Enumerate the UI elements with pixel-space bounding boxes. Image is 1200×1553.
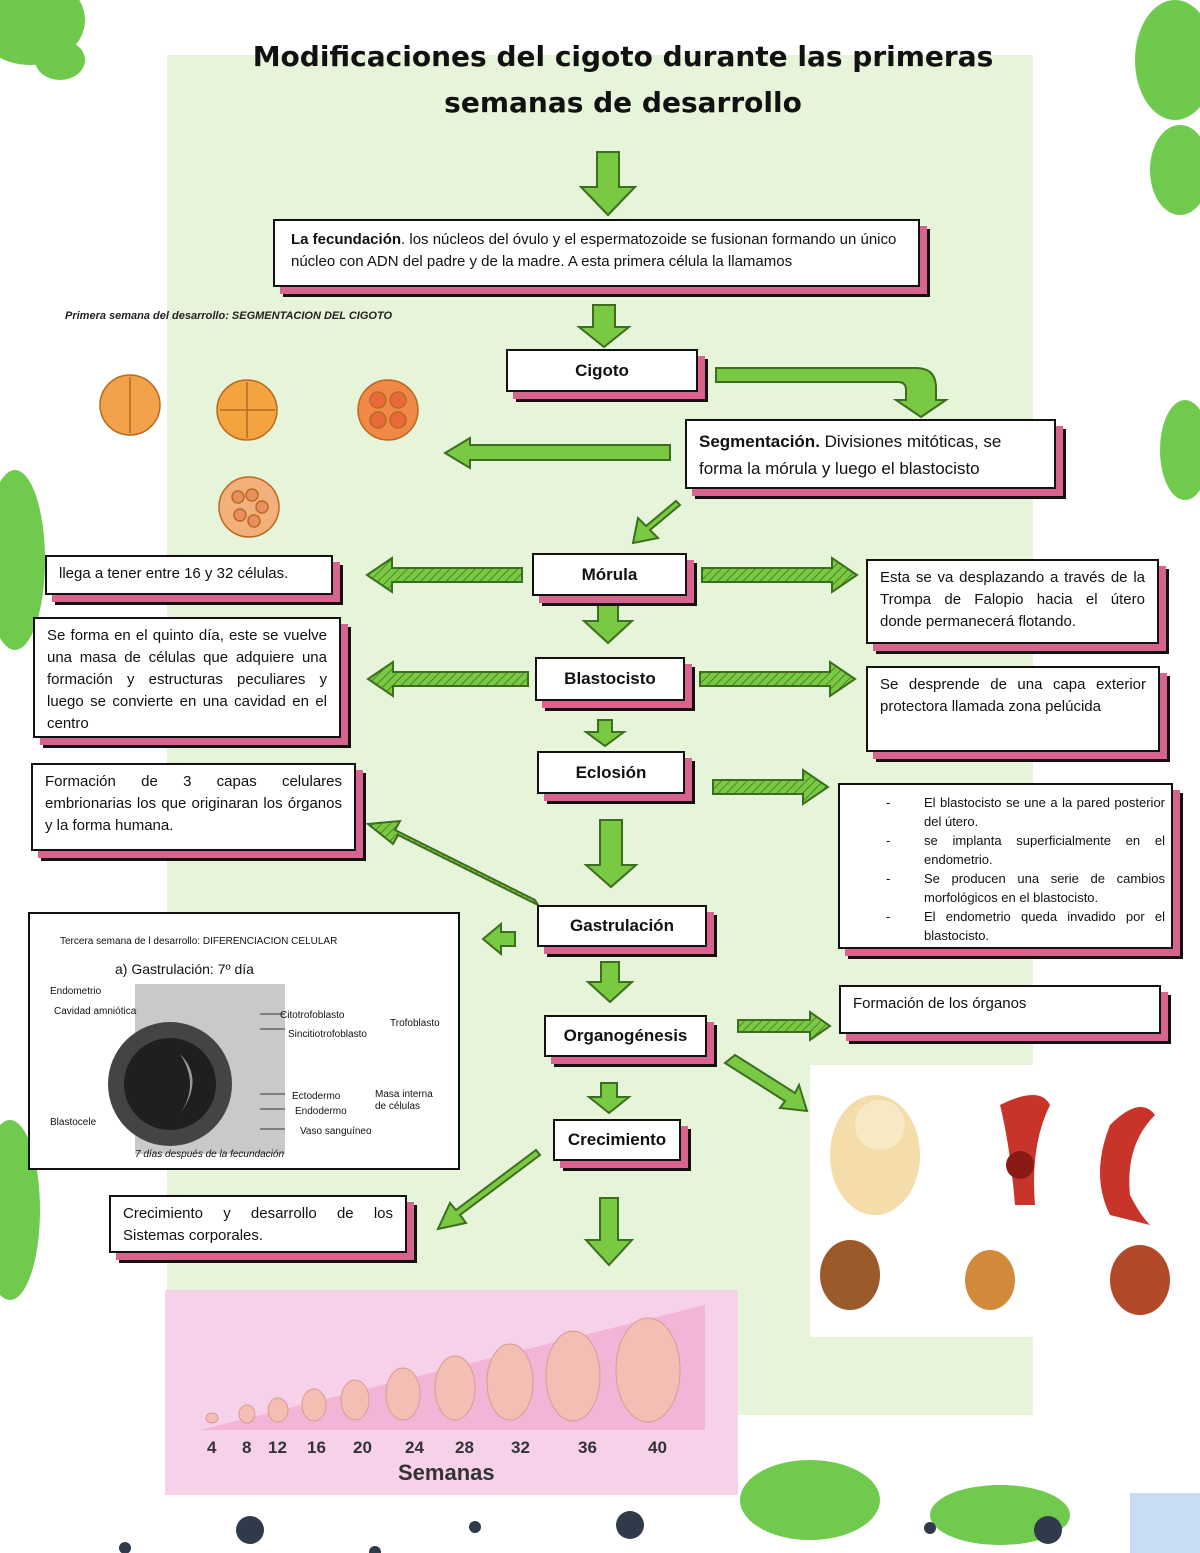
fetus-growth-illustration xyxy=(200,1305,705,1430)
gastrulation-label: Endometrio xyxy=(50,986,102,997)
organos-box: Formación de los órganos xyxy=(839,985,1161,1034)
morula-box: Mórula xyxy=(532,553,687,596)
segmentacion-title: Segmentación. xyxy=(699,432,820,451)
fecundacion-text: . los núcleos del óvulo y el espermatozo… xyxy=(291,231,897,270)
arrow-down-6 xyxy=(585,961,635,1004)
arrow-gastrulacion-fig xyxy=(481,921,516,957)
fecundacion-box: La fecundación. los núcleos del óvulo y … xyxy=(273,219,920,287)
week-label: 40 xyxy=(648,1438,667,1457)
blastocisto-left-box: Se forma en el quinto día, este se vuelv… xyxy=(33,617,341,738)
morula-left-box: llega a tener entre 16 y 32 células. xyxy=(45,555,333,595)
gastrulation-bottom-caption: 7 días después de la fecundación xyxy=(135,1149,284,1160)
crecimiento-box: Crecimiento xyxy=(553,1119,681,1161)
arrow-down-5 xyxy=(583,819,639,889)
week-label: 32 xyxy=(511,1438,530,1457)
segmentation-figure xyxy=(99,374,419,538)
week-label: 16 xyxy=(307,1438,326,1457)
arrow-morula-left xyxy=(365,556,523,594)
segmentacion-text: Divisiones mitóticas, se forma la mórula… xyxy=(699,432,1002,478)
gastrulation-label: Vaso sanguíneo xyxy=(300,1126,372,1137)
arrow-blastocisto-right xyxy=(699,660,857,698)
morula-right-box: Esta se va desplazando a través de la Tr… xyxy=(866,559,1159,644)
first-week-caption: Primera semana del desarrollo: SEGMENTAC… xyxy=(65,310,393,322)
third-week-figure: Tercera semana de l desarrollo: DIFERENC… xyxy=(28,912,460,1170)
page-title: Modificaciones del cigoto durante las pr… xyxy=(252,40,994,119)
arrow-blastocisto-left xyxy=(366,660,529,698)
gastrulation-label: Endodermo xyxy=(295,1106,347,1117)
segmentacion-box: Segmentación. Divisiones mitóticas, se f… xyxy=(685,419,1056,489)
gastrulation-label: Masa interna de células xyxy=(375,1089,433,1112)
week-label: 8 xyxy=(242,1438,252,1457)
eclosion-list: El blastocisto se une a la pared posteri… xyxy=(840,793,1165,945)
third-week-subtitle: a) Gastrulación: 7º día xyxy=(115,961,254,977)
eclosion-box: Eclosión xyxy=(537,751,685,794)
arrow-down-7 xyxy=(586,1082,632,1115)
gastrulation-illustration xyxy=(108,984,285,1154)
list-item: El blastocisto se une a la pared posteri… xyxy=(840,793,1165,831)
arrow-gastrulacion-diag xyxy=(365,819,541,908)
week-label: 12 xyxy=(268,1438,287,1457)
list-item: El endometrio queda invadido por el blas… xyxy=(840,907,1165,945)
third-week-caption: Tercera semana de l desarrollo: DIFERENC… xyxy=(60,936,338,947)
arrow-segmentacion-left xyxy=(443,436,671,470)
arrow-cigoto-segmentacion xyxy=(715,367,950,419)
blastocisto-box: Blastocisto xyxy=(535,657,685,701)
gastrulation-label: Citotrofoblasto xyxy=(280,1010,345,1021)
week-label: 24 xyxy=(405,1438,424,1457)
arrow-to-morula xyxy=(631,499,682,545)
crecimiento-text-box: Crecimiento y desarrollo de los Sistemas… xyxy=(109,1195,407,1253)
gastrulation-label: Sincitiotrofoblasto xyxy=(288,1029,367,1040)
gastrulation-label: Cavidad amniótica xyxy=(54,1006,137,1017)
fecundacion-title: La fecundación xyxy=(291,231,402,248)
arrow-organogenesis-diag xyxy=(723,1053,809,1113)
arrow-down-4 xyxy=(582,719,628,748)
week-label: 4 xyxy=(207,1438,217,1457)
week-label: 28 xyxy=(455,1438,474,1457)
eclosion-list-box: El blastocisto se une a la pared posteri… xyxy=(838,783,1173,949)
arrow-morula-right xyxy=(701,556,859,594)
arrow-down-3 xyxy=(581,602,635,645)
arrow-organogenesis-right xyxy=(737,1010,832,1042)
week-label: 36 xyxy=(578,1438,597,1457)
arrow-eclosion-right xyxy=(712,768,830,806)
gastrulation-label: Ectodermo xyxy=(292,1091,341,1102)
capas-box: Formación de 3 capas celulares embrionar… xyxy=(31,763,356,851)
blastocisto-right-box: Se desprende de una capa exterior protec… xyxy=(866,666,1160,752)
cigoto-box: Cigoto xyxy=(506,349,698,392)
arrow-down-2 xyxy=(576,304,632,349)
organogenesis-figure xyxy=(810,1065,1182,1337)
list-item: Se producen una serie de cambios morfoló… xyxy=(840,869,1165,907)
weeks-axis-label: Semanas xyxy=(398,1460,495,1485)
gastrulacion-box: Gastrulación xyxy=(537,905,707,947)
arrow-down-1 xyxy=(578,151,638,217)
arrow-crecimiento-diag xyxy=(436,1148,542,1231)
gastrulation-label: Trofoblasto xyxy=(390,1018,440,1029)
organogenesis-box: Organogénesis xyxy=(544,1015,707,1057)
week-label: 20 xyxy=(353,1438,372,1457)
list-item: se implanta superficialmente en el endom… xyxy=(840,831,1165,869)
arrow-down-8 xyxy=(583,1197,635,1267)
weeks-growth-chart: 4 8 12 16 20 24 28 32 36 40 xyxy=(165,1290,738,1495)
gastrulation-label: Blastocele xyxy=(50,1117,97,1128)
